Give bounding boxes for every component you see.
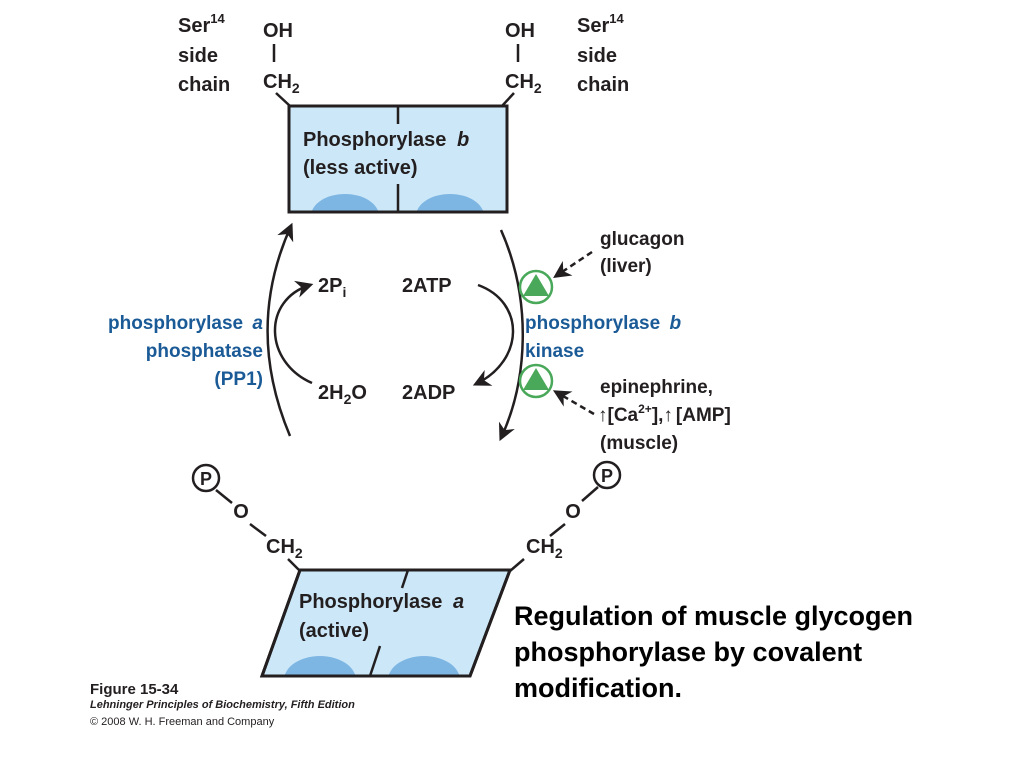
liver-label: (liver) <box>600 256 652 277</box>
top-enzyme-form: b <box>457 129 469 151</box>
ser-number-right: 14 <box>609 11 624 26</box>
svg-text:2H2O: 2H2O <box>318 382 367 407</box>
atp-label: 2ATP <box>402 275 452 297</box>
dephosphorylation-arrow <box>266 222 294 437</box>
water-prefix: 2H <box>318 382 344 404</box>
bottom-enzyme-name: Phosphorylase <box>299 591 442 613</box>
kinase-line2: kinase <box>525 341 584 362</box>
active-site-left-bottom <box>284 656 356 676</box>
phosphate-circle-right <box>592 460 622 490</box>
book-title: Lehninger Principles of Biochemistry, Fi… <box>90 699 355 711</box>
epinephrine-label: epinephrine, <box>600 377 713 398</box>
svg-text:Phosphorylase b: Phosphorylase b <box>303 129 469 151</box>
side-label-left: side <box>178 45 218 67</box>
calcium-up-arrow: ↑ <box>598 405 608 426</box>
phosphate-letter-right: P <box>601 466 613 486</box>
hydroxyl-left: OH <box>263 20 293 42</box>
oxygen-right: O <box>565 501 581 523</box>
muscle-signal-arrow <box>552 390 595 416</box>
top-enzyme-name: Phosphorylase <box>303 129 446 151</box>
calcium-open: [Ca <box>608 405 639 426</box>
svg-text:phosphorylase b: phosphorylase b <box>525 313 681 334</box>
glucagon-label: glucagon <box>600 229 684 250</box>
phosphoserine-left: P O CH2 <box>191 463 303 572</box>
svg-text:Phosphorylase a: Phosphorylase a <box>299 591 464 613</box>
calcium-close: ], <box>652 405 664 426</box>
phosphorylation-arrow <box>498 229 525 442</box>
water-sub: 2 <box>344 391 352 407</box>
side-label-right: side <box>577 45 617 67</box>
svg-text:CH2: CH2 <box>526 536 563 561</box>
svg-text:Ser14: Ser14 <box>178 11 225 37</box>
phosphoserine-right: P O CH2 <box>509 460 622 572</box>
phosphate-sub: i <box>342 284 346 300</box>
amp-up-arrow: ↑ <box>663 405 673 426</box>
svg-text:phosphorylase a: phosphorylase a <box>108 313 263 334</box>
kinase-label: phosphorylase b kinase <box>525 313 681 362</box>
ser-label-left: Ser <box>178 15 210 37</box>
methylene-right: CH <box>505 71 534 93</box>
chain-label-right: chain <box>577 74 629 96</box>
ser-label-right: Ser <box>577 15 609 37</box>
svg-text:CH2: CH2 <box>266 536 303 561</box>
bottom-enzyme-form: a <box>453 591 464 613</box>
activation-down-icon <box>518 363 554 399</box>
methylene-sub-bottom-left: 2 <box>295 545 303 561</box>
phosphorylase-b-box: Phosphorylase b (less active) <box>287 104 509 214</box>
water-suffix: O <box>351 382 367 404</box>
ser14-side-chain-left: Ser14 side chain OH CH2 <box>178 11 300 107</box>
subunit-divider-bottom <box>400 569 410 589</box>
phosphatase-form: a <box>252 313 263 334</box>
phosphatase-name: phosphorylase <box>108 313 243 334</box>
phosphate-circle-left <box>191 463 221 493</box>
activation-up-icon <box>518 269 554 305</box>
svg-text:↑[Ca2+],↑[AMP]: ↑[Ca2+],↑[AMP] <box>598 402 731 426</box>
ser14-side-chain-right: OH CH2 Ser14 side chain <box>501 11 629 107</box>
methylene-bottom-right: CH <box>526 536 555 558</box>
chain-label-left: chain <box>178 74 230 96</box>
active-site-left <box>311 194 379 212</box>
phosphorylase-a-box: Phosphorylase a (active) <box>259 568 513 678</box>
copyright: © 2008 W. H. Freeman and Company <box>90 716 275 728</box>
svg-text:CH2: CH2 <box>505 71 542 96</box>
water-to-phosphate-arrow <box>273 280 314 385</box>
top-enzyme-state: (less active) <box>303 157 418 179</box>
adp-label: 2ADP <box>402 382 455 404</box>
methylene-sub-left: 2 <box>292 80 300 96</box>
figure-label: Figure 15-34 <box>90 681 179 698</box>
bottom-enzyme-state: (active) <box>299 620 369 642</box>
hydroxyl-right: OH <box>505 20 535 42</box>
kinase-form: b <box>669 313 681 334</box>
methylene-sub-right: 2 <box>534 80 542 96</box>
oxygen-left: O <box>233 501 249 523</box>
methylene-bottom-left: CH <box>266 536 295 558</box>
phosphatase-label: phosphorylase a phosphatase (PP1) <box>108 313 263 390</box>
phosphatase-line2: phosphatase <box>146 341 263 362</box>
active-site-right-bottom <box>388 656 460 676</box>
methylene-sub-bottom-right: 2 <box>555 545 563 561</box>
muscle-label: (muscle) <box>600 433 678 454</box>
glucagon-signal-arrow <box>553 250 593 278</box>
phosphate-letter-left: P <box>200 469 212 489</box>
active-site-right <box>416 194 484 212</box>
phosphatase-pp1: (PP1) <box>214 369 263 390</box>
svg-text:Ser14: Ser14 <box>577 11 624 37</box>
phosphate-product: 2P <box>318 275 342 297</box>
ser-number-left: 14 <box>210 11 225 26</box>
kinase-name: phosphorylase <box>525 313 660 334</box>
amp-label: [AMP] <box>676 405 731 426</box>
methylene-left: CH <box>263 71 292 93</box>
slide-caption: Regulation of muscle glycogen phosphoryl… <box>514 601 914 703</box>
calcium-charge: 2+ <box>638 402 652 416</box>
atp-to-adp-arrow <box>472 283 515 386</box>
svg-text:CH2: CH2 <box>263 71 300 96</box>
svg-text:2Pi: 2Pi <box>318 275 346 300</box>
